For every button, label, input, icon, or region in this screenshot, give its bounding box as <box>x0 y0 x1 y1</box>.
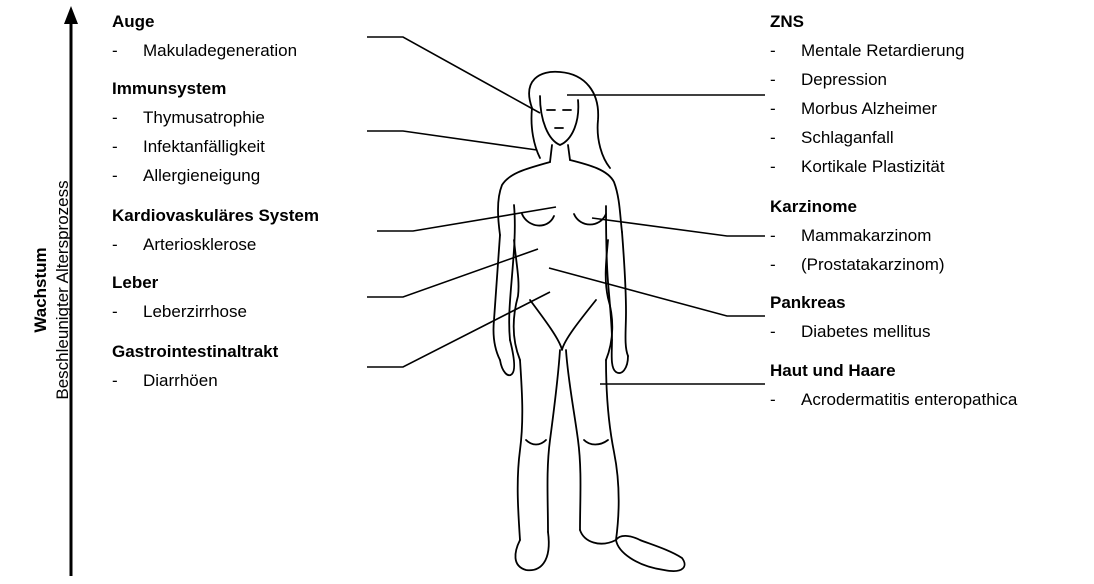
group-title-pankreas: Pankreas <box>770 293 846 313</box>
human-figure <box>493 72 684 571</box>
group-title-karzinome: Karzinome <box>770 197 857 217</box>
leader-line-immunsystem <box>367 131 537 150</box>
group-title-gastrointestinaltrakt: Gastrointestinaltrakt <box>112 342 278 362</box>
leader-line-pankreas <box>549 268 765 316</box>
leader-line-gastro <box>367 292 550 367</box>
axis-title: Wachstum <box>30 180 52 399</box>
group-title-zns: ZNS <box>770 12 804 32</box>
axis-subtitle: Beschleunigter Altersprozess <box>52 180 74 399</box>
leader-line-auge <box>367 37 540 113</box>
group-title-haut-und-haare: Haut und Haare <box>770 361 896 381</box>
leader-line-karzinome <box>592 218 765 236</box>
group-title-immunsystem: Immunsystem <box>112 79 226 99</box>
group-title-leber: Leber <box>112 273 158 293</box>
leader-line-kardio <box>377 207 556 231</box>
leader-lines <box>367 37 765 384</box>
group-title-kardiovaskulaeres-system: Kardiovaskuläres System <box>112 206 319 226</box>
group-title-auge: Auge <box>112 12 155 32</box>
